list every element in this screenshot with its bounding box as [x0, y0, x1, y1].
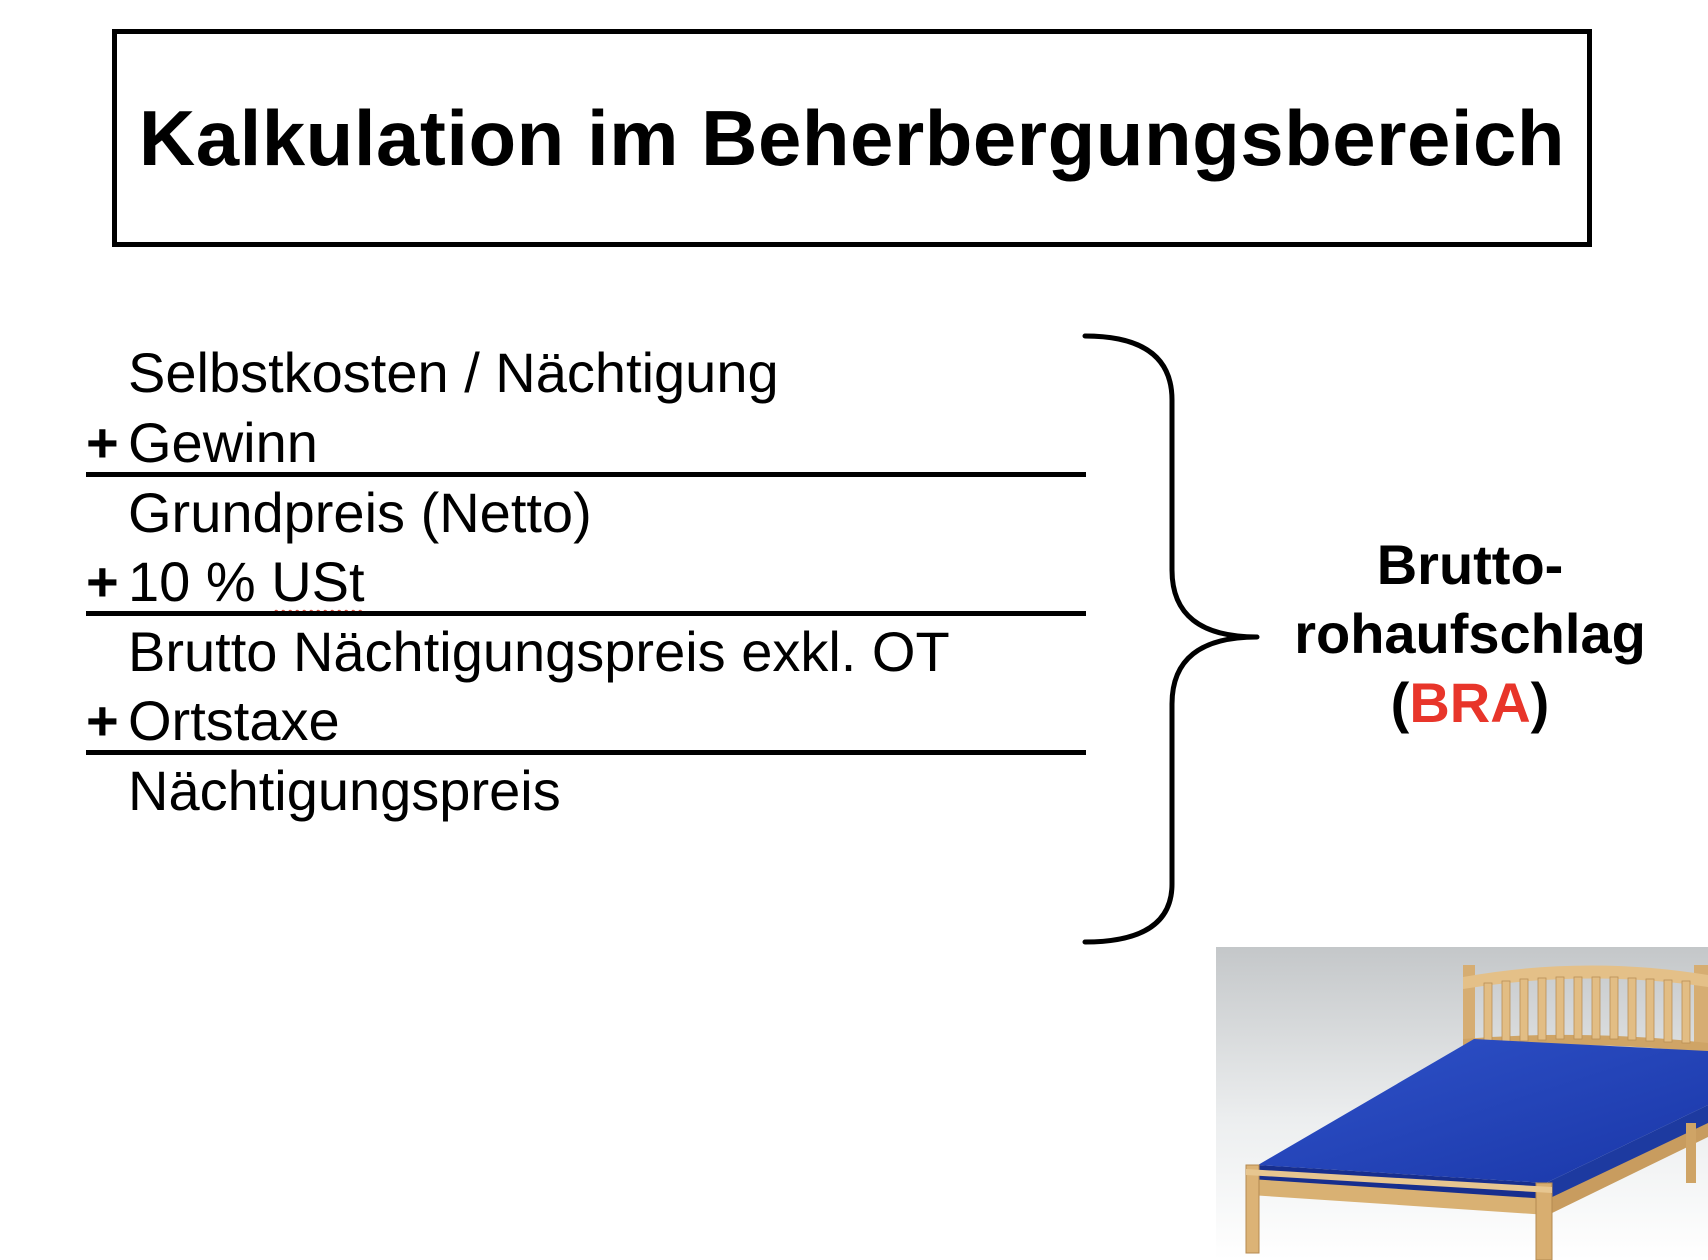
label-line-2: rohaufschlag — [1294, 602, 1646, 665]
calc-row-ust: +10 % USt — [86, 547, 365, 617]
calc-label: Ortstaxe — [128, 689, 340, 752]
calc-label: Nächtigungspreis — [128, 759, 561, 822]
calc-label-prefix: 10 % — [128, 550, 272, 613]
calc-row-grundpreis: Grundpreis (Netto) — [86, 478, 592, 548]
curly-brace-icon — [1082, 333, 1260, 945]
calc-row-selbstkosten: Selbstkosten / Nächtigung — [86, 338, 779, 408]
plus-operator: + — [86, 550, 119, 613]
paren-close: ) — [1530, 671, 1550, 734]
calc-label: Grundpreis (Netto) — [128, 481, 592, 544]
brutto-rohaufschlag-label: Brutto- rohaufschlag (BRA) — [1270, 530, 1670, 737]
plus-operator: + — [86, 689, 119, 752]
calc-row-ortstaxe: +Ortstaxe — [86, 686, 340, 756]
spellcheck-underlined-word: USt — [271, 550, 365, 613]
label-line-1: Brutto- — [1376, 533, 1564, 596]
sum-divider — [86, 611, 1086, 616]
calc-label: Selbstkosten / Nächtigung — [128, 341, 779, 404]
bed-illustration-icon — [1216, 947, 1708, 1260]
calc-label: Brutto Nächtigungspreis exkl. OT — [128, 620, 950, 683]
calc-label: Gewinn — [128, 411, 318, 474]
page-title: Kalkulation im Beherbergungsbereich — [138, 93, 1566, 182]
sum-divider — [86, 750, 1086, 755]
calc-label: 10 % USt — [128, 547, 365, 617]
plus-operator: + — [86, 411, 119, 474]
calc-row-naechtigungspreis: Nächtigungspreis — [86, 756, 561, 826]
label-line-3: (BRA) — [1270, 668, 1670, 737]
bra-abbreviation: BRA — [1409, 671, 1531, 734]
sum-divider — [86, 472, 1086, 477]
paren-open: ( — [1390, 671, 1410, 734]
calc-row-brutto: Brutto Nächtigungspreis exkl. OT — [86, 617, 950, 687]
calc-row-gewinn: +Gewinn — [86, 408, 318, 478]
title-box: Kalkulation im Beherbergungsbereich — [112, 29, 1592, 247]
